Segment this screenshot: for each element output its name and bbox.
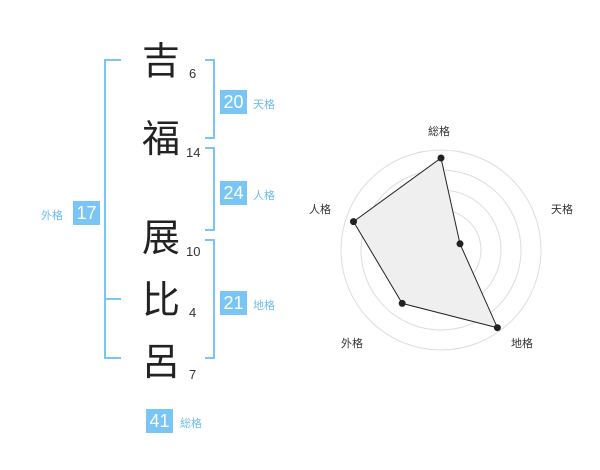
radar-points	[350, 154, 501, 332]
name-char-3: 展	[142, 216, 181, 260]
radar-label-chikaku: 地格	[511, 337, 533, 350]
name-char-1: 吉	[142, 39, 181, 83]
soukaku-value-badge: 41	[146, 409, 173, 433]
name-char-2: 福	[142, 117, 181, 161]
tenkaku-bracket	[205, 59, 215, 139]
jinkaku-value-badge: 24	[220, 181, 247, 205]
radar-point-3	[493, 324, 501, 332]
chikaku-value-badge: 21	[220, 291, 247, 315]
radar-ring	[340, 149, 542, 351]
tenkaku-label: 天格	[253, 98, 275, 111]
jinkaku-bracket	[205, 147, 215, 231]
radar-point-4	[398, 299, 406, 307]
tenkaku-value-badge: 20	[220, 90, 247, 114]
gaikaku-label: 外格	[41, 209, 63, 222]
radar-label-tenkaku: 天格	[551, 203, 573, 216]
radar-point-1	[437, 154, 445, 162]
chikaku-label: 地格	[253, 299, 275, 312]
jinkaku-label: 人格	[253, 189, 275, 202]
stroke-count-4: 4	[189, 305, 197, 320]
radar-label-soukaku: 総格	[428, 125, 450, 138]
name-char-4: 比	[142, 278, 181, 322]
radar-label-jinkaku: 人格	[309, 203, 331, 216]
radar-point-2	[456, 240, 464, 248]
stroke-count-3: 10	[186, 244, 201, 259]
gaikaku-bracket	[104, 59, 121, 359]
gaikaku-value-badge: 17	[73, 201, 100, 225]
stroke-count-1: 6	[189, 66, 197, 81]
radar-point-5	[350, 218, 357, 226]
radar-series-polygon	[352, 157, 499, 329]
radar-label-gaikaku: 外格	[341, 337, 363, 350]
stroke-count-2: 14	[186, 145, 201, 160]
chikaku-bracket	[205, 239, 215, 359]
stroke-count-5: 7	[189, 367, 197, 382]
name-char-5: 呂	[142, 340, 181, 384]
soukaku-label: 総格	[180, 417, 202, 430]
